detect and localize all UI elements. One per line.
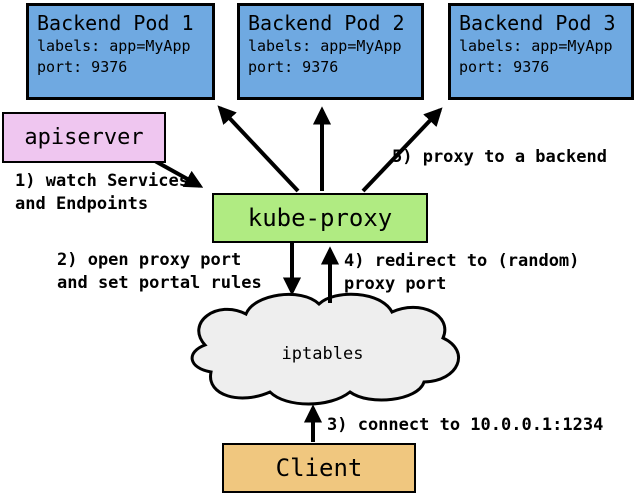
iptables-label: iptables	[281, 344, 364, 364]
pod-port: port: 9376	[37, 58, 128, 76]
client-node: Client	[222, 443, 416, 493]
pod-title: Backend Pod 2	[248, 11, 405, 35]
annotation-step3-connect: 3) connect to 10.0.0.1:1234	[327, 415, 604, 435]
annotation-step2-open-proxy-port: 2) open proxy port and set portal rules	[57, 250, 262, 293]
backend-pod-3-node: Backend Pod 3 labels: app=MyApp port: 93…	[448, 3, 634, 100]
annotation-step5-proxy-to-backend: 5) proxy to a backend	[392, 147, 607, 167]
arrow-apiserver-to-kube-proxy	[154, 159, 204, 188]
pod-labels: labels: app=MyApp	[37, 37, 191, 55]
pod-title: Backend Pod 3	[459, 11, 616, 35]
apiserver-node: apiserver	[2, 112, 166, 163]
arrow-kube-proxy-to-pod1	[217, 105, 300, 193]
backend-pod-2-node: Backend Pod 2 labels: app=MyApp port: 93…	[237, 3, 424, 100]
pod-port: port: 9376	[248, 58, 339, 76]
pod-labels: labels: app=MyApp	[459, 37, 613, 55]
annotation-step4-redirect: 4) redirect to (random) proxy port	[344, 251, 580, 294]
backend-pod-1-node: Backend Pod 1 labels: app=MyApp port: 93…	[26, 3, 215, 100]
kube-proxy-node: kube-proxy	[212, 193, 428, 243]
pod-title: Backend Pod 1	[37, 11, 194, 35]
pod-port: port: 9376	[459, 58, 550, 76]
pod-labels: labels: app=MyApp	[248, 37, 402, 55]
arrow-kube-proxy-to-pod3	[361, 107, 443, 193]
iptables-cloud	[190, 292, 460, 406]
annotation-step1-watch-services: 1) watch Services and Endpoints	[15, 171, 189, 214]
